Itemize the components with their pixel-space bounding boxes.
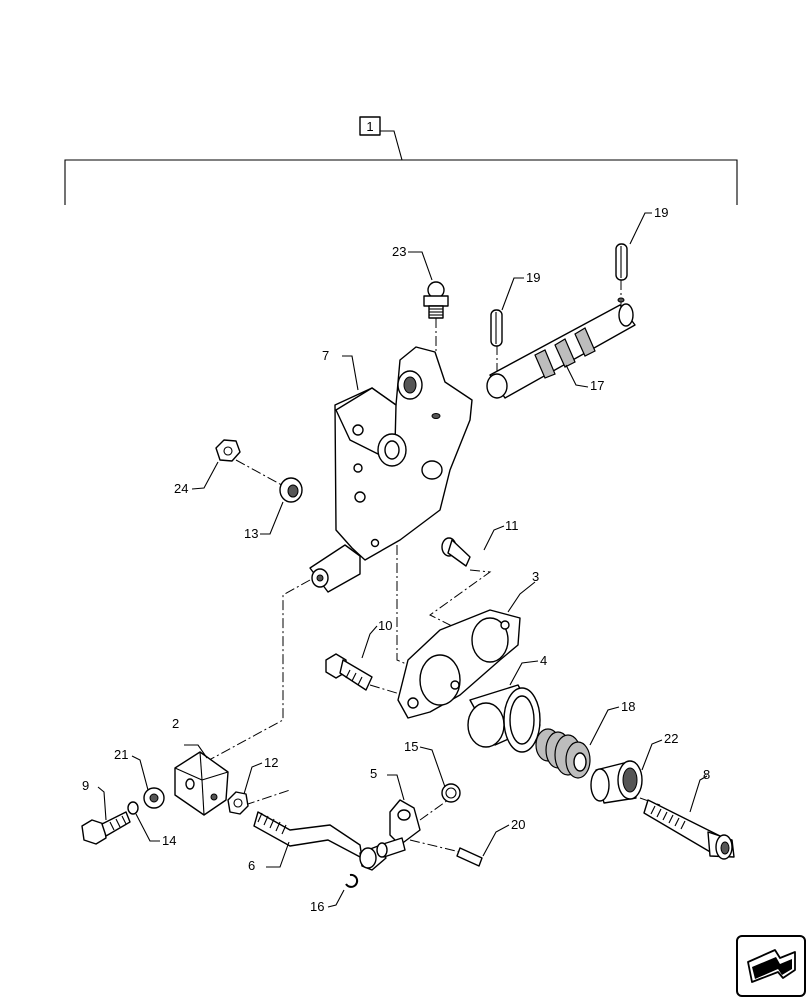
lever-arm: [376, 799, 421, 858]
navigate-arrow-icon[interactable]: [736, 935, 806, 997]
flange-plate: [397, 609, 521, 719]
callout-leaders: [97, 212, 708, 908]
callout-9: 9: [82, 778, 89, 793]
assembly-bracket: 1: [64, 116, 738, 205]
assembly-label: 1: [366, 119, 373, 134]
callout-22: 22: [664, 731, 678, 746]
callout-21: 21: [114, 747, 128, 762]
bushing: [467, 684, 541, 753]
callout-14: 14: [162, 833, 176, 848]
callout-4: 4: [540, 653, 547, 668]
assembly-label-box: [359, 116, 381, 136]
callout-16: 16: [310, 899, 324, 914]
callout-19-upper: 19: [654, 205, 668, 220]
clamp-block: [174, 751, 229, 816]
hex-nut-upper: [215, 439, 241, 462]
callout-2: 2: [172, 716, 179, 731]
retaining-ring: [441, 783, 461, 803]
callout-labels: 2 3 4 5 6 7 8 9 10 11 12 13 14 15 16 17 …: [82, 205, 710, 914]
bolt-small: [441, 537, 471, 567]
callout-6: 6: [248, 858, 255, 873]
small-bushing: [143, 787, 165, 809]
spacer-sleeve: [590, 760, 643, 804]
callout-20: 20: [511, 817, 525, 832]
callout-5: 5: [370, 766, 377, 781]
callout-3: 3: [532, 569, 539, 584]
bolt-medium: [325, 653, 373, 691]
hex-nut-lower: [227, 791, 249, 815]
callout-7: 7: [322, 348, 329, 363]
callout-23: 23: [392, 244, 406, 259]
cotter-pin: [456, 847, 483, 867]
callout-12: 12: [264, 755, 278, 770]
main-bracket: [309, 346, 473, 593]
callout-11: 11: [505, 518, 519, 533]
pivot-shaft: [486, 297, 636, 399]
callout-15: 15: [404, 739, 418, 754]
roll-pin-upper: [615, 243, 628, 281]
roll-pin-middle: [490, 309, 503, 347]
grease-fitting: [423, 281, 449, 319]
long-bolt: [643, 799, 735, 860]
hex-bolt: [81, 811, 131, 845]
linkage-rod: [253, 811, 387, 871]
callout-19-middle: 19: [526, 270, 540, 285]
callout-18: 18: [621, 699, 635, 714]
retaining-clip: [345, 873, 359, 888]
callout-24: 24: [174, 481, 188, 496]
callout-8: 8: [703, 767, 710, 782]
callout-10: 10: [378, 618, 392, 633]
lock-washer: [127, 801, 139, 815]
spring: [535, 728, 591, 779]
washer-upper: [279, 477, 303, 503]
callout-17: 17: [590, 378, 604, 393]
callout-13: 13: [244, 526, 258, 541]
